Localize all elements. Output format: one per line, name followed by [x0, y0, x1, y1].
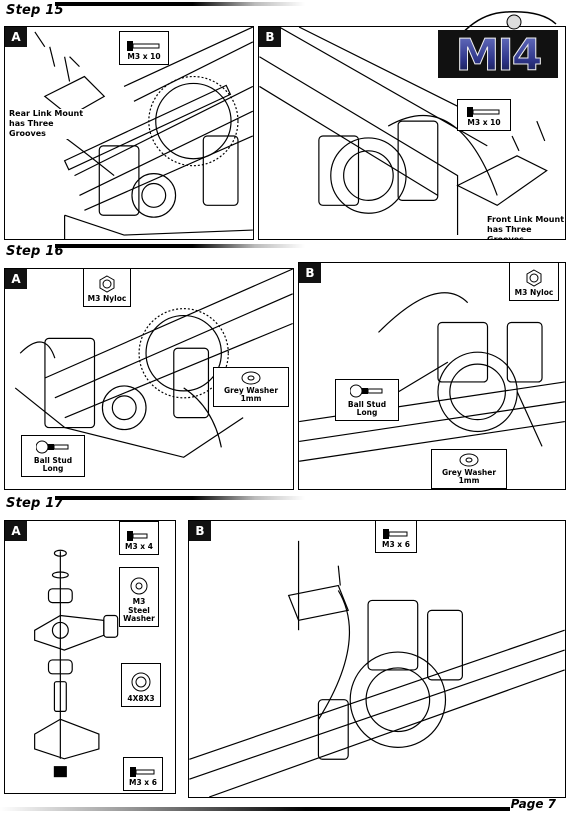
page-number: Page 7: [510, 797, 556, 811]
callout-label: M3 Nyloc: [87, 294, 127, 304]
washer-icon: [130, 577, 148, 595]
washer-icon: [241, 371, 261, 385]
step-16-rule: [55, 244, 305, 248]
callout-label: Ball Stud Long: [33, 455, 73, 474]
step-16-panel-b: B M3 Nyloc Ball Stud Long Grey Washer 1m…: [298, 262, 566, 490]
ball-stud-icon: [350, 384, 383, 398]
callout-ball-stud-long: Ball Stud Long: [21, 435, 85, 477]
callout-m3x10-screw: M3 x 10: [457, 99, 511, 131]
mi4-logo: MI4: [436, 6, 560, 82]
step-17-rule: [55, 496, 305, 500]
callout-label: Ball Stud Long: [347, 399, 387, 418]
callout-grey-washer: Grey Washer 1mm: [213, 367, 289, 407]
step-16b-chassis-drawing: [299, 292, 565, 462]
step-16-panel-a: A M3 Nyloc Grey Washer 1mm Ball Stud Lon…: [4, 268, 294, 490]
callout-label: Grey Washer 1mm: [223, 385, 279, 404]
note-rear-link-mount: Rear Link Mount has Three Grooves: [9, 109, 89, 139]
step-17b-chassis-drawing: [189, 540, 565, 797]
callout-m3x6-screw: M3 x 6: [123, 757, 163, 791]
callout-label: M3 Nyloc: [514, 288, 554, 298]
step-16a-chassis-drawing: [14, 269, 293, 458]
callout-m3x6-screw: M3 x 6: [375, 521, 417, 553]
callout-label: M3 x 10: [127, 52, 161, 62]
callout-ball-stud-long: Ball Stud Long: [335, 379, 399, 421]
screw-icon: [383, 529, 408, 540]
callout-m3-steel-washer: M3 Steel Washer: [119, 567, 159, 627]
step-17-title: Step 17: [6, 496, 64, 511]
callout-m3x10-screw: M3 x 10: [119, 31, 169, 65]
panel-tag: B: [259, 27, 281, 47]
panel-tag: B: [189, 521, 211, 541]
step-16-title: Step 16: [6, 244, 64, 259]
step-17-panel-b: B M3 x 6: [188, 520, 566, 798]
callout-label: Grey Washer 1mm: [441, 467, 497, 486]
callout-label: M3 x 4: [125, 542, 153, 552]
step-15-panel-a: A M3 x 10 Rear Link Mount has Three Groo…: [4, 26, 254, 240]
callout-label: M3 x 6: [129, 778, 157, 788]
callout-grey-washer: Grey Washer 1mm: [431, 449, 507, 489]
callout-label: M3 Steel Washer: [123, 597, 155, 624]
callout-label: 4X8X3: [127, 694, 155, 704]
nut-icon: [99, 275, 115, 293]
note-front-link-mount: Front Link Mount has Three Grooves: [487, 215, 565, 239]
nut-icon: [526, 269, 542, 287]
footer-rule: [0, 807, 510, 811]
screw-icon: [467, 107, 500, 118]
screw-icon: [127, 531, 148, 542]
panel-tag: B: [299, 263, 321, 283]
step-17-panel-a: A M3 x 4 M3 Steel Washer 4X8X3 M3 x 6: [4, 520, 176, 794]
panel-tag: A: [5, 27, 27, 47]
callout-label: M3 x 10: [467, 118, 501, 128]
step-15a-chassis-drawing: [34, 27, 253, 239]
step-15-title: Step 15: [6, 3, 64, 18]
screw-icon: [130, 767, 155, 778]
step-17a-exploded-drawing: [34, 549, 119, 778]
bearing-icon: [131, 672, 151, 692]
panel-tag: A: [5, 269, 27, 289]
callout-4x8x3-bearing: 4X8X3: [121, 663, 161, 707]
panel-tag: A: [5, 521, 27, 541]
step-15-rule: [55, 2, 305, 6]
washer-icon: [459, 453, 479, 467]
ball-stud-icon: [36, 440, 69, 454]
callout-label: M3 x 6: [382, 540, 410, 550]
callout-m3-nyloc: M3 Nyloc: [509, 263, 559, 301]
logo-text: MI4: [456, 30, 541, 80]
callout-m3x4-screw: M3 x 4: [119, 521, 159, 555]
callout-m3-nyloc: M3 Nyloc: [83, 269, 131, 307]
screw-icon: [127, 41, 160, 52]
